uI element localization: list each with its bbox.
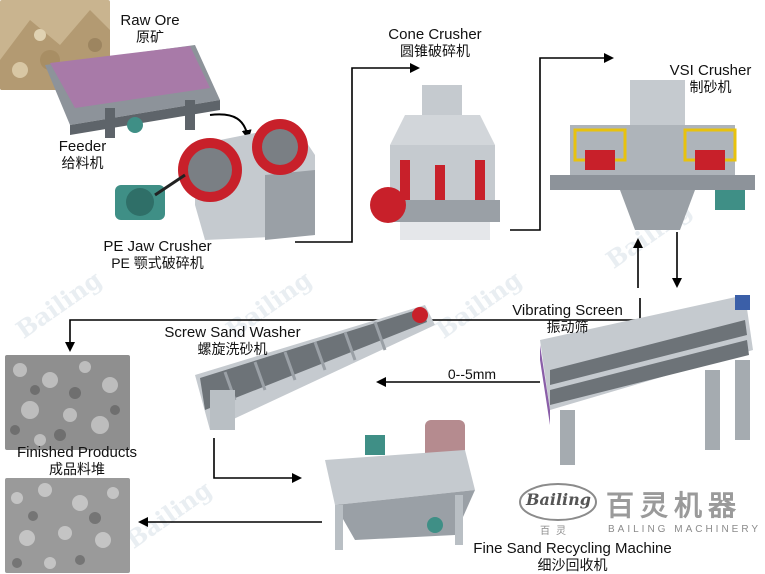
cone-crusher-zh: 圆锥破碎机 xyxy=(400,43,470,60)
jaw-crusher-en: PE Jaw Crusher xyxy=(103,238,212,255)
label-vibrating-screen: Vibrating Screen 振动筛 xyxy=(500,302,635,335)
vsi-crusher-machine xyxy=(550,80,755,230)
jaw-crusher-machine xyxy=(115,119,315,240)
screw-sand-washer-zh: 螺旋洗砂机 xyxy=(197,341,268,358)
brand-logo: Bailing 百灵机器 百灵 BAILING MACHINERY xyxy=(518,480,763,540)
vsi-crusher-zh: 制砂机 xyxy=(689,79,732,96)
finished-products-zh: 成品料堆 xyxy=(49,461,105,478)
label-raw-ore: Raw Ore 原矿 xyxy=(110,12,190,45)
raw-ore-zh: 原矿 xyxy=(136,29,164,46)
label-fine-sand-recycling: Fine Sand Recycling Machine 细沙回收机 xyxy=(455,540,690,573)
washer-to-recycling-arrow xyxy=(213,438,302,483)
label-finished-products: Finished Products 成品料堆 xyxy=(2,444,152,477)
size-range-label: 0--5mm xyxy=(447,366,497,382)
cone-crusher-en: Cone Crusher xyxy=(388,26,482,43)
feeder-to-jaw-arrow xyxy=(209,113,252,140)
vibrating-screen-en: Vibrating Screen xyxy=(512,302,623,319)
brand-sub-chinese: 百灵 xyxy=(540,526,572,537)
feeder-zh: 给料机 xyxy=(61,155,104,172)
label-feeder: Feeder 给料机 xyxy=(40,138,125,171)
label-vsi-crusher: VSI Crusher 制砂机 xyxy=(658,62,763,95)
brand-english: BAILING MACHINERY xyxy=(608,524,762,535)
finished-products-image-bottom xyxy=(5,478,130,573)
vsi-crusher-en: VSI Crusher xyxy=(669,62,752,79)
jaw-crusher-zh: PE 颚式破碎机 xyxy=(111,255,204,272)
raw-ore-en: Raw Ore xyxy=(120,12,180,29)
feeder-machine xyxy=(45,45,220,138)
label-jaw-crusher: PE Jaw Crusher PE 颚式破碎机 xyxy=(90,238,225,271)
fine-sand-en: Fine Sand Recycling Machine xyxy=(473,540,672,557)
jaw-to-cone-arrow xyxy=(295,63,420,243)
vibrating-screen-machine xyxy=(540,295,753,465)
brand-logo-text: Bailing xyxy=(526,490,591,509)
finished-products-en: Finished Products xyxy=(16,444,138,461)
brand-chinese: 百灵机器 xyxy=(606,490,743,521)
label-cone-crusher: Cone Crusher 圆锥破碎机 xyxy=(380,26,490,59)
cone-crusher-machine xyxy=(370,85,500,240)
label-screw-sand-washer: Screw Sand Washer 螺旋洗砂机 xyxy=(150,324,315,357)
fine-sand-recycling-machine xyxy=(325,420,475,550)
feeder-en: Feeder xyxy=(58,138,107,155)
vibrating-screen-zh: 振动筛 xyxy=(546,319,589,336)
finished-products-image-top xyxy=(5,355,130,450)
screen-to-finished-arrow xyxy=(65,298,641,352)
screw-sand-washer-en: Screw Sand Washer xyxy=(164,324,301,341)
cone-to-vsi-arrow xyxy=(510,53,614,231)
screw-sand-washer-machine xyxy=(195,305,435,430)
fine-sand-zh: 细沙回收机 xyxy=(537,557,608,574)
